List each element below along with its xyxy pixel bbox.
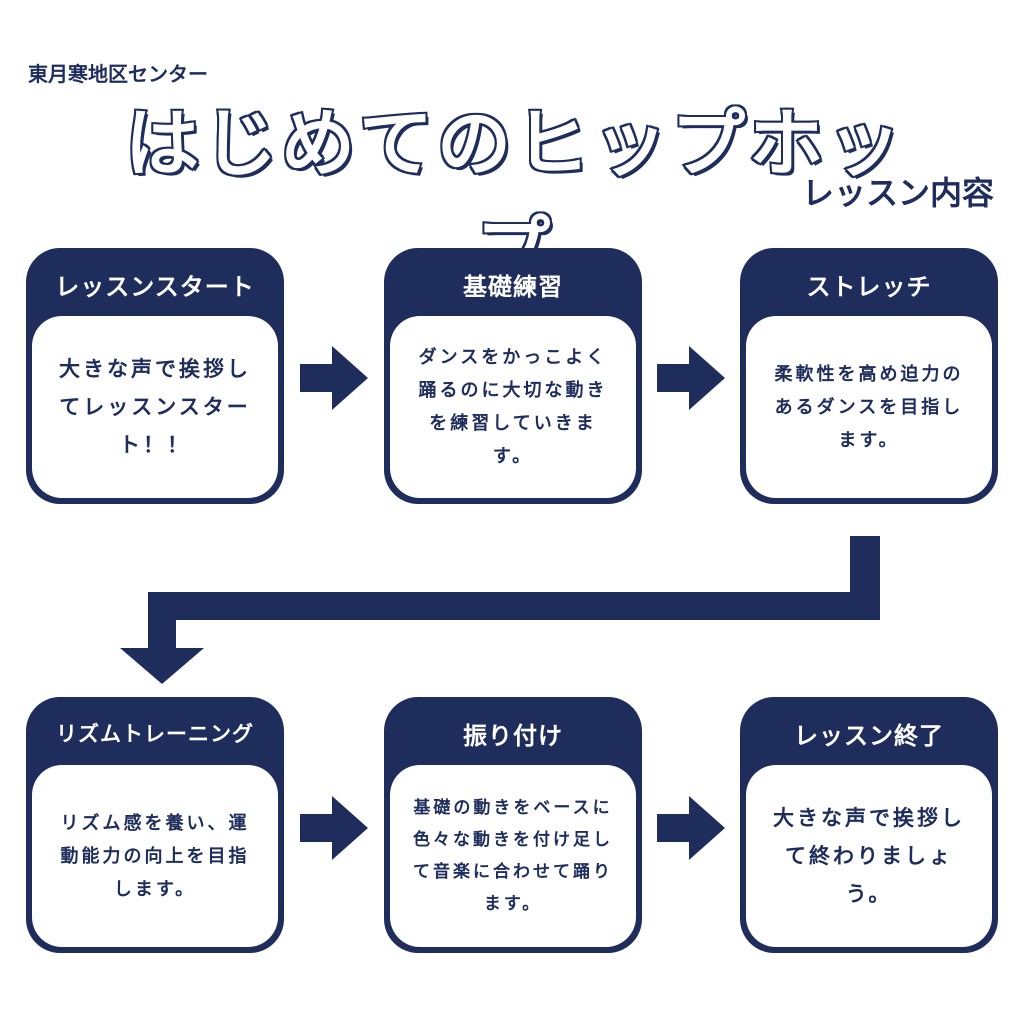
step-description: ダンスをかっこよく踊るのに大切な動きを練習していきます。 (390, 316, 636, 498)
step-card-rhythm-training: リズムトレーニング リズム感を養い、運動能力の向上を目指します。 (26, 697, 284, 953)
arrow-right-icon (657, 796, 725, 860)
step-card-lesson-start: レッスンスタート 大きな声で挨拶してレッスンスタート！！ (26, 248, 284, 504)
arrow-right-icon (657, 346, 725, 410)
step-title: 振り付け (463, 721, 563, 750)
step-description: 基礎の動きをベースに色々な動きを付け足して音楽に合わせて踊ります。 (390, 765, 636, 947)
step-description: 大きな声で挨拶してレッスンスタート！！ (32, 316, 278, 498)
step-card-basic-practice: 基礎練習 ダンスをかっこよく踊るのに大切な動きを練習していきます。 (384, 248, 642, 504)
step-card-stretch: ストレッチ 柔軟性を高め迫力のあるダンスを目指します。 (740, 248, 998, 504)
step-description: 大きな声で挨拶して終わりましょう。 (746, 765, 992, 947)
step-title: レッスン終了 (794, 721, 944, 750)
step-title: 基礎練習 (463, 272, 563, 301)
arrow-down-icon (120, 536, 880, 684)
page-subtitle: レッスン内容 (801, 174, 994, 212)
organization-name: 東月寒地区センター (28, 62, 208, 86)
step-title: レッスンスタート (55, 272, 255, 301)
step-title: リズムトレーニング (56, 722, 254, 746)
step-card-choreography: 振り付け 基礎の動きをベースに色々な動きを付け足して音楽に合わせて踊ります。 (384, 697, 642, 953)
step-description: リズム感を養い、運動能力の向上を目指します。 (32, 765, 278, 947)
step-card-lesson-end: レッスン終了 大きな声で挨拶して終わりましょう。 (740, 697, 998, 953)
arrow-right-icon (300, 796, 368, 860)
arrow-right-icon (300, 346, 368, 410)
step-description: 柔軟性を高め迫力のあるダンスを目指します。 (746, 316, 992, 498)
step-title: ストレッチ (806, 272, 932, 301)
